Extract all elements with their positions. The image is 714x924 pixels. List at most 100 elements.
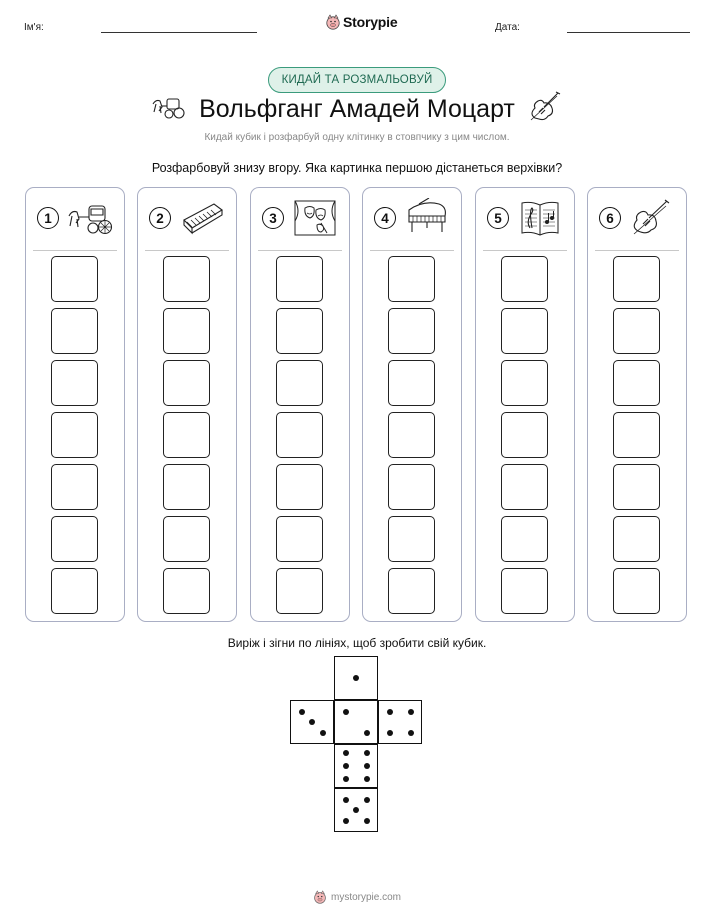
color-cell[interactable]: [51, 516, 98, 562]
color-cell[interactable]: [163, 412, 210, 458]
dice-pip: [309, 719, 315, 725]
color-cell[interactable]: [276, 568, 323, 614]
dice-face: [378, 700, 422, 744]
instruction-text: Розфарбовуй знизу вгору. Яка картинка пе…: [151, 161, 563, 175]
color-cell[interactable]: [388, 516, 435, 562]
dice-pip: [407, 708, 414, 715]
color-cell[interactable]: [163, 568, 210, 614]
dice-face: [334, 788, 378, 832]
column-divider: [483, 250, 567, 251]
color-cell[interactable]: [51, 568, 98, 614]
date-label: Дата:: [495, 22, 520, 33]
pig-mascot-icon: [314, 890, 326, 904]
column-divider: [370, 250, 454, 251]
color-cell[interactable]: [501, 308, 548, 354]
dice-pip: [342, 708, 349, 715]
column-number: 5: [487, 207, 509, 229]
color-cell[interactable]: [276, 360, 323, 406]
horse-carriage-icon: [68, 205, 113, 235]
color-cell[interactable]: [51, 464, 98, 510]
color-cell[interactable]: [613, 412, 660, 458]
color-cell[interactable]: [163, 464, 210, 510]
dice-pip: [363, 763, 370, 769]
color-cell[interactable]: [613, 516, 660, 562]
dice-pip: [319, 729, 326, 736]
dice-pip: [363, 796, 370, 803]
color-cell[interactable]: [163, 308, 210, 354]
color-cell[interactable]: [51, 360, 98, 406]
column-number: 4: [374, 207, 396, 229]
dice-pip: [342, 775, 349, 782]
column-number: 3: [262, 207, 284, 229]
sheet-music-icon: [521, 201, 559, 236]
page-subtitle: Кидай кубик і розфарбуй одну клітинку в …: [204, 132, 510, 143]
color-cell[interactable]: [613, 308, 660, 354]
violin-icon: [633, 199, 670, 235]
dice-pip: [342, 750, 349, 757]
column-3: 3: [250, 187, 350, 622]
brand-logo: Storypie: [325, 14, 398, 30]
color-cell[interactable]: [51, 256, 98, 302]
grand-piano-icon: [408, 198, 446, 232]
color-cell[interactable]: [388, 412, 435, 458]
column-divider: [258, 250, 342, 251]
dice-face: [334, 656, 378, 700]
violin-title-icon: [530, 91, 561, 121]
game-badge: КИДАЙ ТА РОЗМАЛЬОВУЙ: [268, 67, 446, 93]
dice-pip: [353, 675, 359, 681]
color-cell[interactable]: [163, 256, 210, 302]
color-cell[interactable]: [613, 464, 660, 510]
color-cell[interactable]: [388, 464, 435, 510]
column-5: 5: [475, 187, 575, 622]
color-cell[interactable]: [388, 568, 435, 614]
column-divider: [595, 250, 679, 251]
color-cell[interactable]: [501, 256, 548, 302]
color-cell[interactable]: [613, 568, 660, 614]
name-label: Ім'я:: [24, 22, 44, 33]
dice-pip: [386, 729, 393, 736]
footer: mystorypie.com: [0, 890, 714, 904]
column-divider: [145, 250, 229, 251]
dice-pip: [298, 708, 305, 715]
color-cell[interactable]: [276, 464, 323, 510]
color-cell[interactable]: [276, 516, 323, 562]
pig-mascot-icon: [326, 14, 340, 30]
column-6: 6: [587, 187, 687, 622]
color-cell[interactable]: [276, 308, 323, 354]
color-cell[interactable]: [276, 256, 323, 302]
color-cell[interactable]: [51, 412, 98, 458]
color-cell[interactable]: [613, 360, 660, 406]
page-title: Вольфганг Амадей Моцарт: [199, 95, 515, 123]
brand-name: Storypie: [343, 14, 398, 30]
color-cell[interactable]: [163, 516, 210, 562]
dice-pip: [353, 807, 359, 813]
dice-face: [290, 700, 334, 744]
color-cell[interactable]: [276, 412, 323, 458]
column-1: 1: [25, 187, 125, 622]
dice-pip: [363, 817, 370, 824]
color-cell[interactable]: [501, 568, 548, 614]
color-cell[interactable]: [501, 412, 548, 458]
harpsichord-icon: [183, 203, 223, 235]
column-number: 6: [599, 207, 621, 229]
color-cell[interactable]: [163, 360, 210, 406]
dice-pip: [342, 763, 349, 769]
color-cell[interactable]: [501, 360, 548, 406]
dice-pip: [386, 708, 393, 715]
color-cell[interactable]: [613, 256, 660, 302]
name-line[interactable]: [101, 32, 257, 33]
color-cell[interactable]: [388, 308, 435, 354]
color-cell[interactable]: [388, 256, 435, 302]
color-cell[interactable]: [388, 360, 435, 406]
date-line[interactable]: [567, 32, 690, 33]
footer-url: mystorypie.com: [330, 891, 401, 903]
column-divider: [33, 250, 117, 251]
color-cell[interactable]: [51, 308, 98, 354]
theater-masks-icon: [294, 200, 336, 236]
dice-pip: [363, 729, 370, 736]
color-cell[interactable]: [501, 464, 548, 510]
cut-instruction: Виріж і зігни по лініях, щоб зробити сві…: [227, 636, 487, 650]
column-2: 2: [137, 187, 237, 622]
column-4: 4: [362, 187, 462, 622]
color-cell[interactable]: [501, 516, 548, 562]
